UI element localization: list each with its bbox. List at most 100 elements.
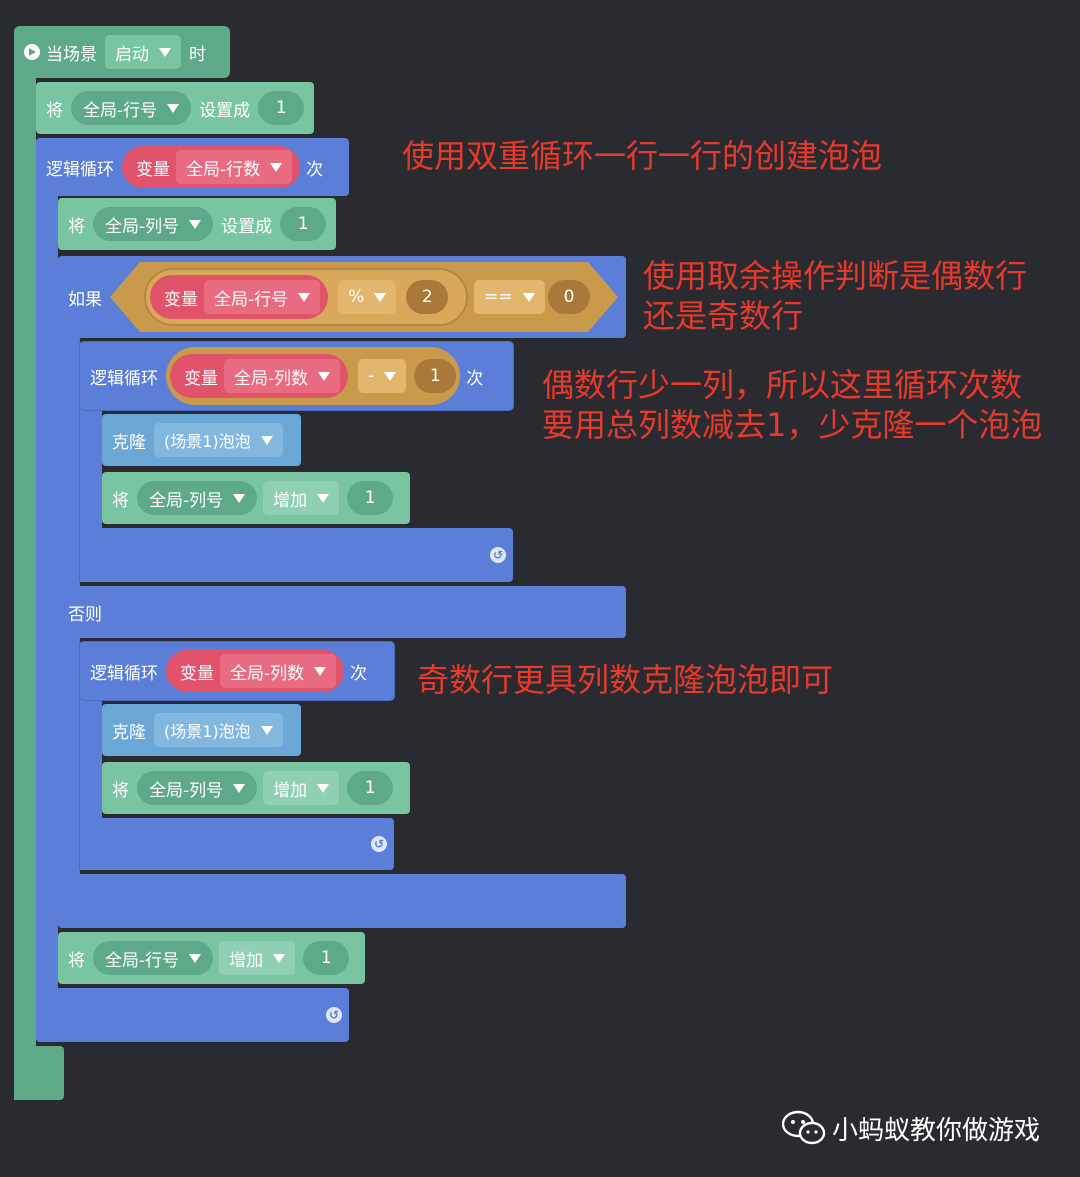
even-loop-suffix: 次 (466, 368, 484, 389)
even-loop-variable-dropdown[interactable]: 全局-列数 (224, 359, 341, 393)
even-loop-block[interactable]: 逻辑循环 变量 全局-列数 - 1 次 (80, 342, 513, 410)
even-loop-variable: 全局-列数 (234, 368, 309, 389)
even-loop-expression[interactable]: 变量 全局-列数 - 1 (166, 347, 461, 405)
chevron-down-icon (317, 783, 330, 793)
incr-col-odd-variable-dropdown[interactable]: 全局-列号 (137, 771, 258, 805)
set-row-value[interactable]: 1 (258, 91, 305, 125)
outer-loop-variable-dropdown[interactable]: 全局-行数 (176, 150, 293, 184)
set-col-variable-dropdown[interactable]: 全局-列号 (93, 207, 214, 241)
chevron-down-icon (260, 725, 273, 735)
even-loop-variable-reporter[interactable]: 变量 全局-列数 (170, 354, 349, 398)
chevron-down-icon (374, 292, 387, 302)
even-loop-footer (80, 528, 513, 582)
set-row-action: 设置成 (199, 100, 251, 121)
incr-col-odd-action: 增加 (273, 780, 308, 801)
clone-odd-block[interactable]: 克隆 (场景1)泡泡 (102, 704, 301, 756)
annotation-even-line1: 偶数行少一列，所以这里循环次数 (542, 366, 1023, 404)
set-row-block[interactable]: 将 全局-行号 设置成 1 (36, 82, 314, 134)
chevron-down-icon (189, 953, 202, 963)
incr-col-even-variable: 全局-列号 (149, 490, 224, 511)
outer-loop-block[interactable]: 逻辑循环 变量 全局-行数 次 (36, 138, 349, 196)
even-loop-operator-dropdown[interactable]: - (358, 359, 407, 393)
odd-loop-variable: 全局-列数 (230, 663, 305, 684)
incr-row-variable-dropdown[interactable]: 全局-行号 (93, 941, 214, 975)
even-loop-operand[interactable]: 1 (414, 359, 457, 393)
set-col-prefix: 将 (68, 216, 85, 237)
clone-even-label: 克隆 (112, 432, 146, 453)
set-col-action: 设置成 (221, 216, 273, 237)
outer-loop-label: 逻辑循环 (46, 159, 114, 180)
clone-odd-target-dropdown[interactable]: (场景1)泡泡 (154, 713, 283, 747)
set-col-value[interactable]: 1 (280, 207, 327, 241)
chevron-down-icon (260, 435, 273, 445)
clone-even-target-dropdown[interactable]: (场景1)泡泡 (154, 423, 283, 457)
event-dropdown[interactable]: 启动 (105, 35, 181, 69)
odd-loop-variable-reporter[interactable]: 变量 全局-列数 (166, 650, 345, 692)
event-hat-block[interactable]: 当场景 启动 时 (14, 26, 230, 78)
clone-even-target: (场景1)泡泡 (164, 432, 251, 451)
chevron-down-icon (314, 666, 327, 676)
incr-col-even-variable-dropdown[interactable]: 全局-列号 (137, 481, 258, 515)
if-variable-reporter[interactable]: 变量 全局-行号 (150, 275, 329, 319)
incr-col-even-action-dropdown[interactable]: 增加 (263, 481, 340, 515)
clone-even-block[interactable]: 克隆 (场景1)泡泡 (102, 414, 301, 466)
else-block[interactable]: 否则 (58, 586, 626, 638)
outer-loop-variable-reporter[interactable]: 变量 全局-行数 (122, 146, 301, 188)
watermark: 小蚂蚁教你做游戏 (782, 1108, 1040, 1148)
if-var-label: 变量 (164, 289, 198, 310)
chevron-down-icon (273, 953, 286, 963)
chevron-down-icon (384, 371, 397, 381)
event-suffix: 时 (189, 44, 206, 65)
annotation-even-line2: 要用总列数减去1，少克隆一个泡泡 (542, 406, 1043, 444)
set-row-variable-dropdown[interactable]: 全局-行号 (71, 91, 192, 125)
outer-loop-variable: 全局-行数 (186, 159, 261, 180)
set-col-block[interactable]: 将 全局-列号 设置成 1 (58, 198, 336, 250)
incr-row-action-dropdown[interactable]: 增加 (219, 941, 296, 975)
even-loop-repeat-icon: ↺ (490, 547, 506, 563)
set-row-prefix: 将 (46, 100, 63, 121)
incr-col-even-value[interactable]: 1 (347, 481, 394, 515)
incr-col-even-block[interactable]: 将 全局-列号 增加 1 (102, 472, 410, 524)
incr-row-action: 增加 (229, 950, 264, 971)
compare-value[interactable]: 0 (548, 280, 590, 314)
incr-col-odd-prefix: 将 (112, 780, 129, 801)
modulo-operand[interactable]: 2 (406, 280, 449, 314)
outer-loop-repeat-icon: ↺ (326, 1007, 342, 1023)
annotation-double-loop: 使用双重循环一行一行的创建泡泡 (402, 137, 883, 175)
incr-col-odd-action-dropdown[interactable]: 增加 (263, 771, 340, 805)
compare-operator-dropdown[interactable]: == (474, 280, 545, 314)
modulo-expression[interactable]: 变量 全局-行号 % 2 (144, 268, 468, 326)
chevron-down-icon (317, 493, 330, 503)
if-variable: 全局-行号 (214, 289, 289, 310)
odd-loop-variable-dropdown[interactable]: 全局-列数 (220, 654, 337, 688)
odd-loop-suffix: 次 (350, 663, 368, 684)
annotation-modulo-line1: 使用取余操作判断是偶数行 (643, 257, 1028, 295)
outer-loop-spine (36, 138, 58, 1042)
incr-col-odd-block[interactable]: 将 全局-列号 增加 1 (102, 762, 410, 814)
incr-col-even-action: 增加 (273, 490, 308, 511)
clone-odd-label: 克隆 (112, 722, 146, 743)
chevron-down-icon (159, 47, 171, 57)
annotation-modulo-line2: 还是奇数行 (643, 297, 804, 335)
chevron-down-icon (167, 103, 180, 113)
modulo-operator-dropdown[interactable]: % (338, 280, 397, 314)
incr-col-odd-value[interactable]: 1 (347, 771, 394, 805)
incr-row-block[interactable]: 将 全局-行号 增加 1 (58, 932, 365, 984)
chevron-down-icon (298, 292, 311, 302)
event-footer (14, 1046, 64, 1100)
odd-loop-footer (80, 818, 394, 870)
event-dropdown-value: 启动 (115, 44, 149, 65)
chevron-down-icon (233, 783, 246, 793)
event-label: 当场景 (46, 44, 97, 65)
odd-loop-label: 逻辑循环 (90, 663, 158, 684)
play-circle-icon (24, 44, 40, 60)
set-col-variable: 全局-列号 (105, 216, 180, 237)
if-variable-dropdown[interactable]: 全局-行号 (204, 280, 321, 314)
outer-loop-suffix: 次 (306, 159, 324, 180)
odd-loop-block[interactable]: 逻辑循环 变量 全局-列数 次 (80, 642, 394, 700)
even-loop-var-label: 变量 (184, 368, 218, 389)
incr-row-value[interactable]: 1 (303, 941, 350, 975)
clone-odd-target: (场景1)泡泡 (164, 722, 251, 741)
odd-loop-repeat-icon: ↺ (371, 836, 387, 852)
compare-operator: == (484, 287, 513, 307)
